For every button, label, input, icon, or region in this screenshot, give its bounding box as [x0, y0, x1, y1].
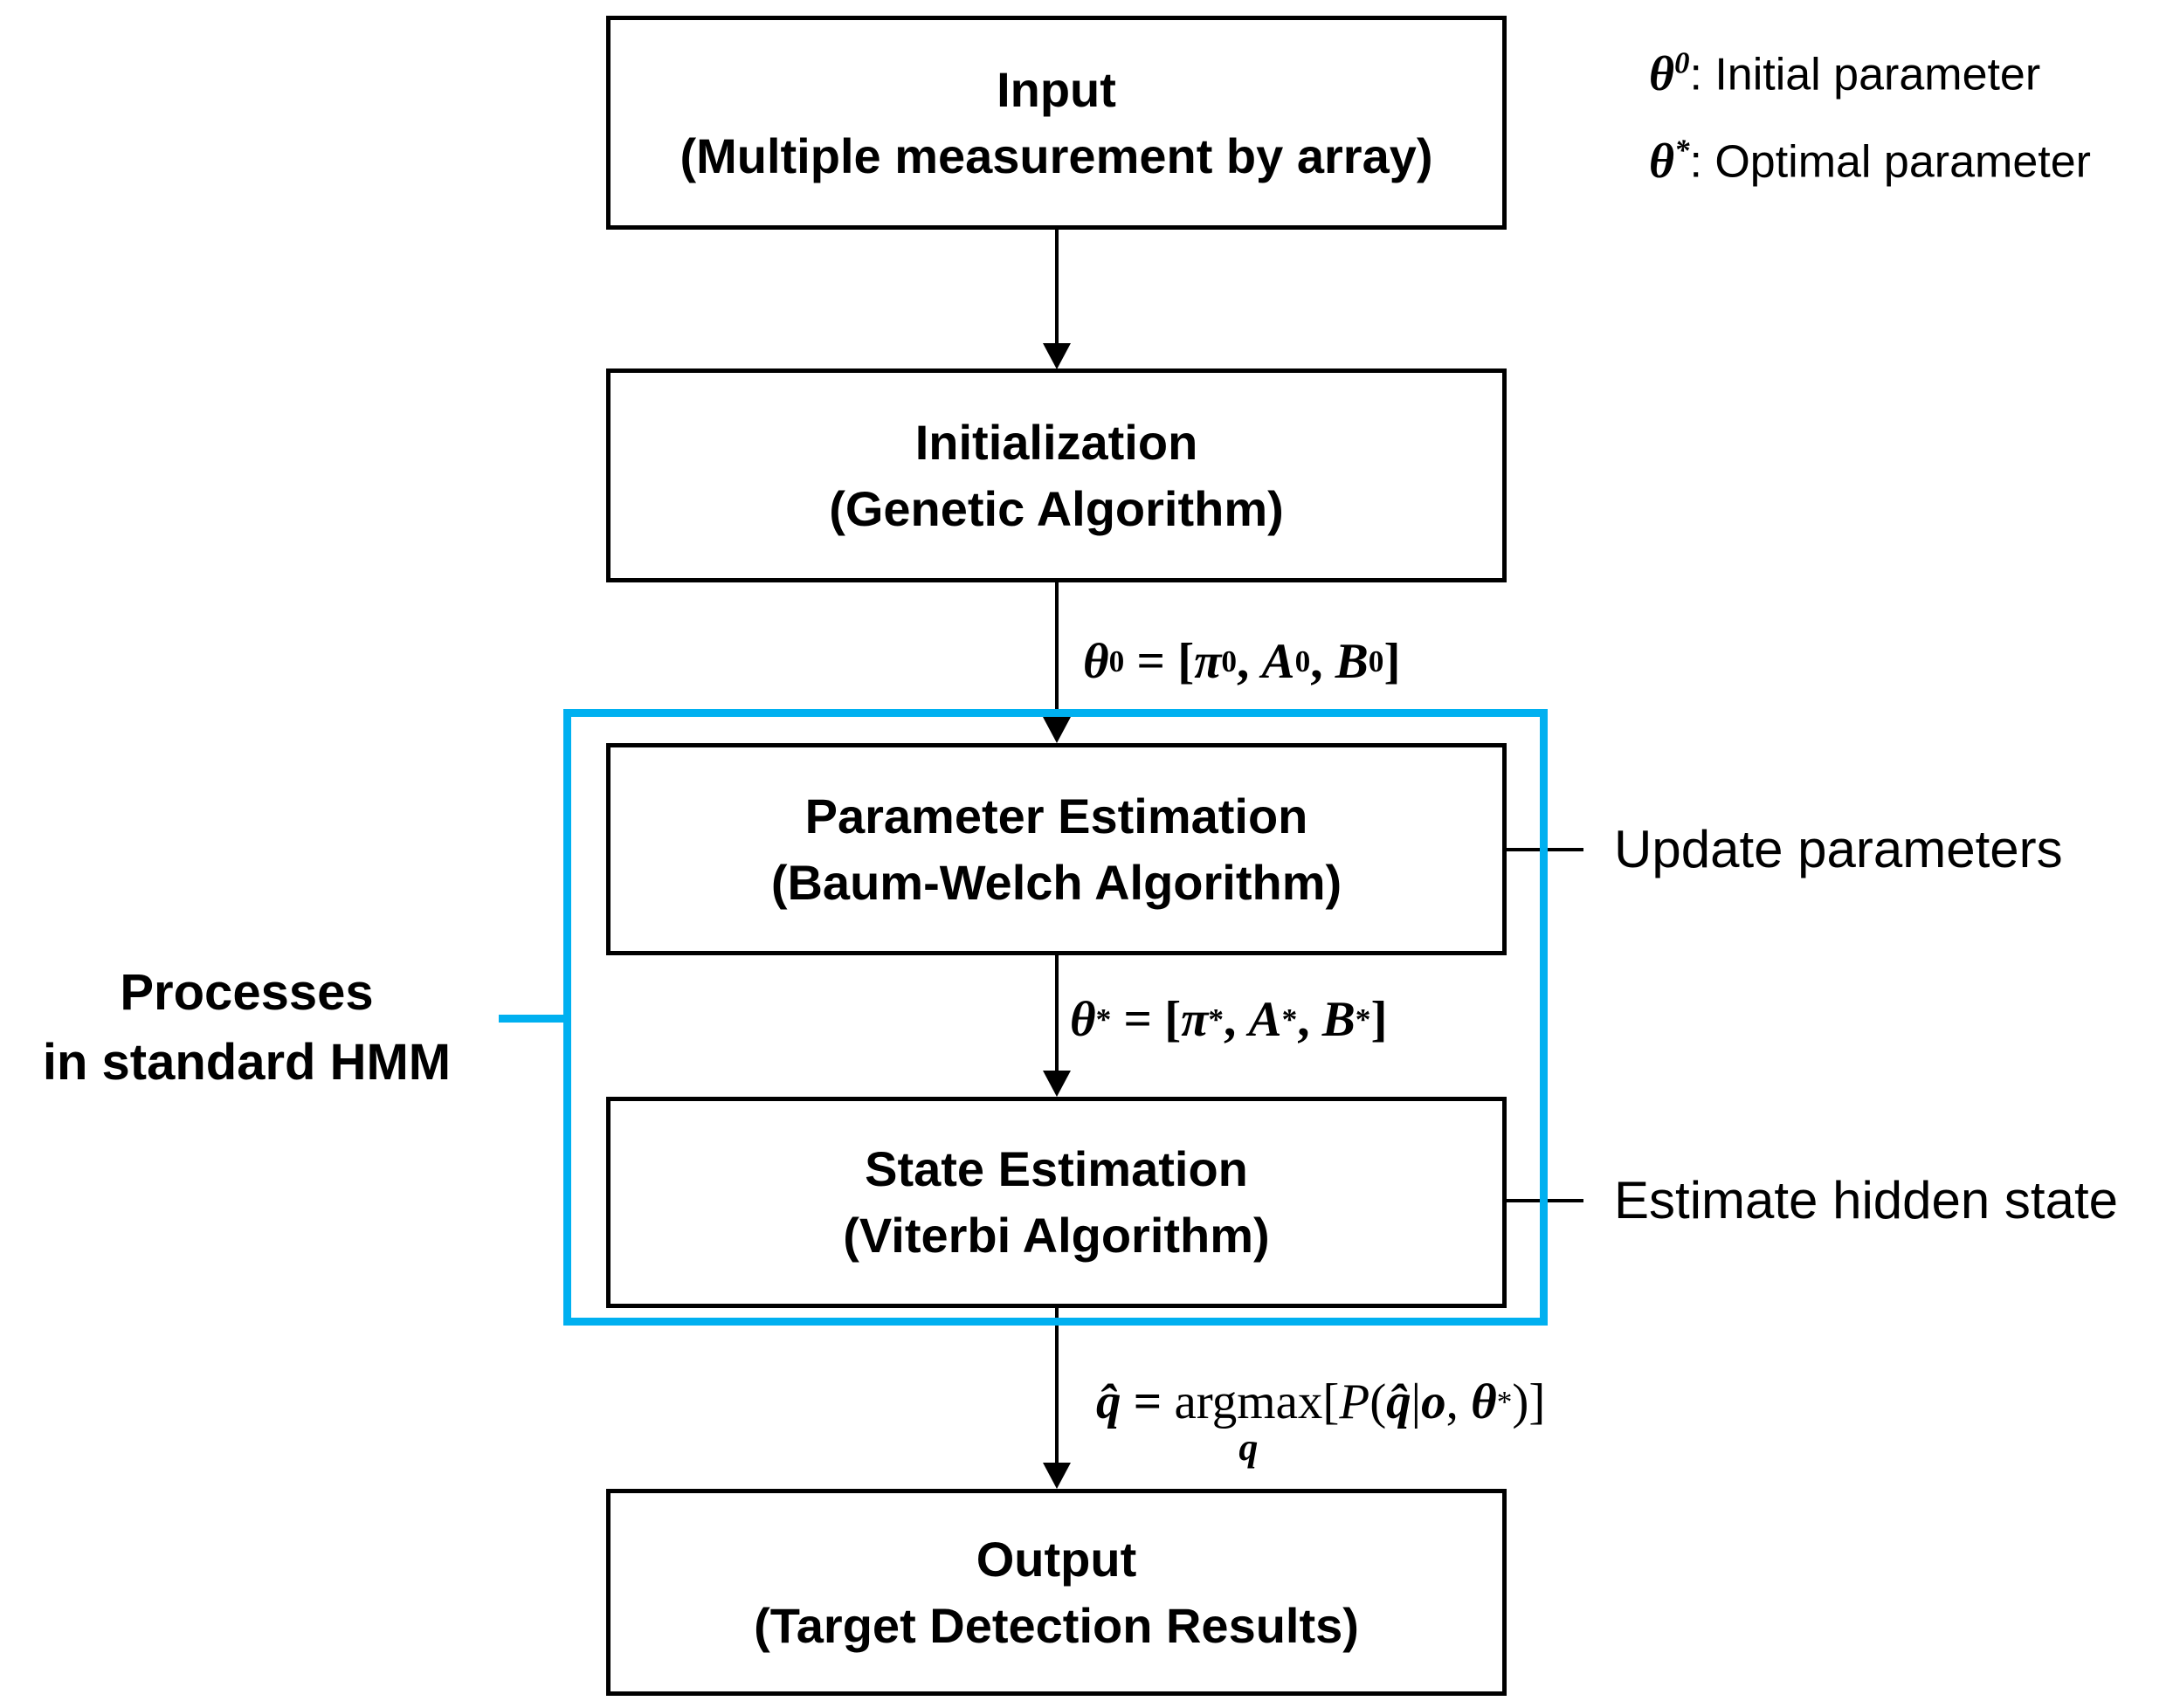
standard-hmm-frame — [563, 709, 1548, 1326]
argmax-subscript: q — [1238, 1426, 1259, 1470]
parameter-estimation-box-subtitle: (Baum-Welch Algorithm) — [770, 854, 1342, 910]
legend-optimal-parameter: θ*: Optimal parameter — [1649, 127, 2091, 188]
initialization-box-subtitle: (Genetic Algorithm) — [829, 480, 1284, 536]
theta-star-symbol: θ* — [1649, 133, 1690, 189]
output-box: Output (Target Detection Results) — [606, 1489, 1507, 1696]
processes-label-line2: in standard HMM — [42, 1034, 452, 1091]
estimate-hidden-state-label: Estimate hidden state — [1614, 1171, 2119, 1229]
input-box-subtitle: (Multiple measurement by array) — [680, 127, 1433, 183]
initialization-box-title: Initialization — [914, 414, 1198, 470]
arrow-initialization-to-parameter-estimation — [1055, 582, 1059, 719]
arrowhead-state-estimation-to-output — [1043, 1463, 1071, 1489]
legend-optimal-parameter-text: : Optimal parameter — [1689, 136, 2091, 188]
parameter-estimation-box: Parameter Estimation (Baum-Welch Algorit… — [606, 743, 1507, 955]
parameter-estimation-box-title: Parameter Estimation — [804, 788, 1308, 844]
optimal-parameter-formula: θ* = [π*, A*, B*] — [1070, 992, 1388, 1047]
arrow-input-to-initialization — [1055, 230, 1059, 345]
output-box-title: Output — [976, 1531, 1137, 1587]
arrowhead-initialization-to-parameter-estimation — [1043, 717, 1071, 743]
arrow-parameter-to-state-estimation — [1055, 955, 1059, 1072]
arrowhead-parameter-to-state-estimation — [1043, 1071, 1071, 1097]
processes-label: Processes in standard HMM — [13, 958, 480, 1098]
update-parameters-label: Update parameters — [1614, 820, 2063, 878]
arrowhead-input-to-initialization — [1043, 343, 1071, 369]
theta0-symbol: θ0 — [1649, 45, 1690, 101]
output-box-subtitle: (Target Detection Results) — [754, 1597, 1359, 1653]
processes-label-line1: Processes — [120, 964, 374, 1021]
legend-initial-parameter: θ0: Initial parameter — [1649, 40, 2041, 101]
input-box-title: Input — [997, 61, 1116, 117]
arrow-state-estimation-to-output — [1055, 1308, 1059, 1464]
initialization-box: Initialization (Genetic Algorithm) — [606, 368, 1507, 582]
state-estimation-box: State Estimation (Viterbi Algorithm) — [606, 1097, 1507, 1308]
legend-initial-parameter-text: : Initial parameter — [1689, 49, 2041, 100]
state-estimation-box-subtitle: (Viterbi Algorithm) — [843, 1208, 1270, 1263]
state-estimation-box-title: State Estimation — [865, 1141, 1248, 1196]
input-box: Input (Multiple measurement by array) — [606, 16, 1507, 230]
processes-connector-line — [499, 1015, 569, 1023]
